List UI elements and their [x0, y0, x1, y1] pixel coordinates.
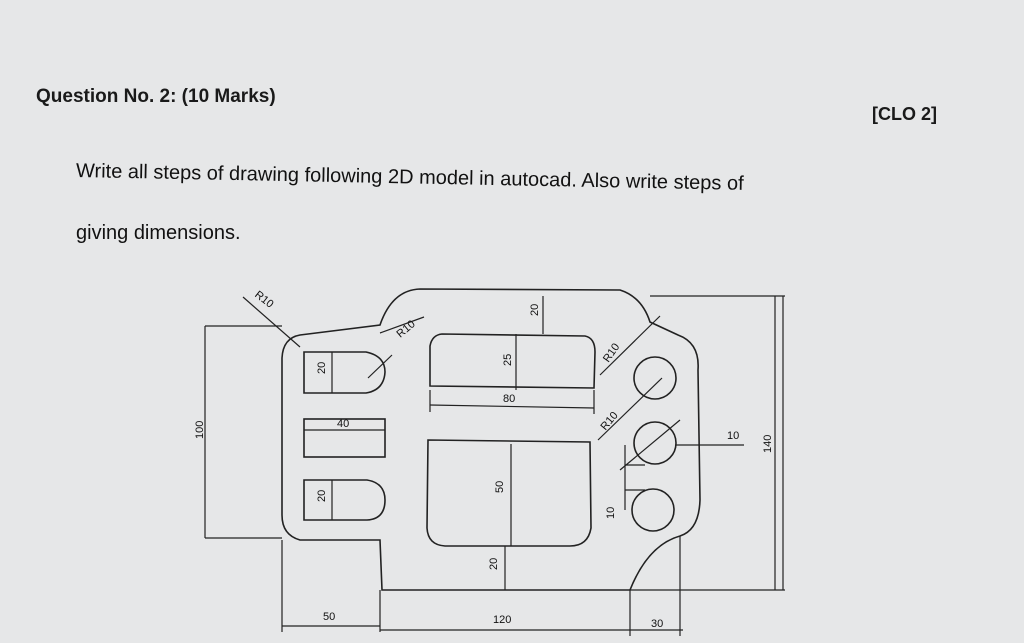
- circle-middle: [633, 421, 677, 465]
- question-text-line-2: giving dimensions.: [76, 222, 241, 244]
- question-title: Question No. 2: (10 Marks): [36, 86, 276, 107]
- dim-40: 40: [337, 418, 349, 430]
- dim-100: 100: [194, 421, 206, 439]
- dim-r10-right-lower: R10: [599, 410, 621, 433]
- circle-top: [633, 356, 677, 400]
- lower-slot: [303, 479, 386, 521]
- dim-r10-top-left: R10: [252, 289, 275, 311]
- dim-10-spacing: 10: [605, 507, 617, 519]
- dim-30: 30: [651, 618, 663, 630]
- dim-20-bottom: 20: [488, 558, 500, 570]
- dim-20-top: 20: [529, 304, 541, 316]
- dim-20-slot-lower: 20: [316, 490, 328, 502]
- dim-r10-top-mid: R10: [395, 318, 418, 340]
- dim-25: 25: [502, 354, 514, 366]
- dim-140: 140: [762, 435, 774, 453]
- upper-slot: [303, 351, 386, 394]
- dim-10-offset: 10: [727, 430, 739, 442]
- circle-bottom: [631, 488, 675, 532]
- dim-r10-right-upper: R10: [601, 341, 622, 364]
- upper-pocket: [429, 333, 596, 389]
- dim-20-slot-upper: 20: [316, 362, 328, 374]
- dim-50-vertical: 50: [494, 481, 506, 493]
- middle-rect: [303, 418, 386, 458]
- dim-50-bottom: 50: [323, 611, 335, 623]
- lower-pocket: [426, 439, 592, 547]
- dim-120: 120: [493, 614, 511, 626]
- clo-label: [CLO 2]: [872, 104, 937, 124]
- dim-80: 80: [503, 393, 515, 405]
- outer-profile: [281, 288, 701, 591]
